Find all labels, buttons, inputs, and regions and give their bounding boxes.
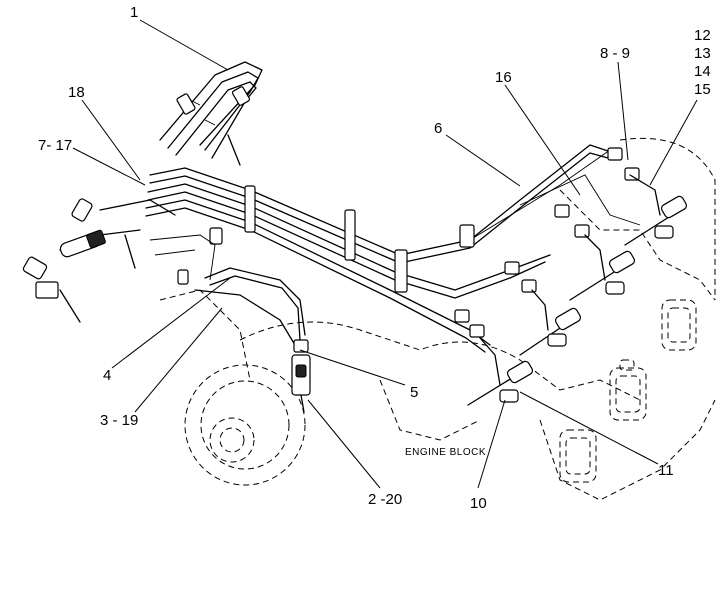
callout-11: 11 [658,462,674,479]
upper-left-lines [159,61,263,166]
fuel-fitting-2-20 [291,339,311,413]
callout-4: 4 [103,367,111,384]
callout-2-20: 2 -20 [368,491,402,508]
callout-18: 18 [68,84,85,101]
callout-12: 12 [694,27,711,44]
callout-7-17: 7- 17 [38,137,72,154]
leader-lines [72,19,698,489]
callout-1: 1 [130,4,138,21]
left-injector-group [22,198,223,323]
right-injector-group [454,147,688,406]
callout-16: 16 [495,69,512,86]
engine-block-label: ENGINE BLOCK [405,447,486,458]
callout-13: 13 [694,45,711,62]
callout-6: 6 [434,120,442,137]
callout-10: 10 [470,495,487,512]
engine-block-outline [159,137,716,501]
return-lines [149,234,306,346]
callout-8-9: 8 - 9 [600,45,630,62]
callout-3-19: 3 - 19 [100,412,138,429]
callout-5: 5 [410,384,418,401]
callout-15: 15 [694,81,711,98]
callout-14: 14 [694,63,711,80]
